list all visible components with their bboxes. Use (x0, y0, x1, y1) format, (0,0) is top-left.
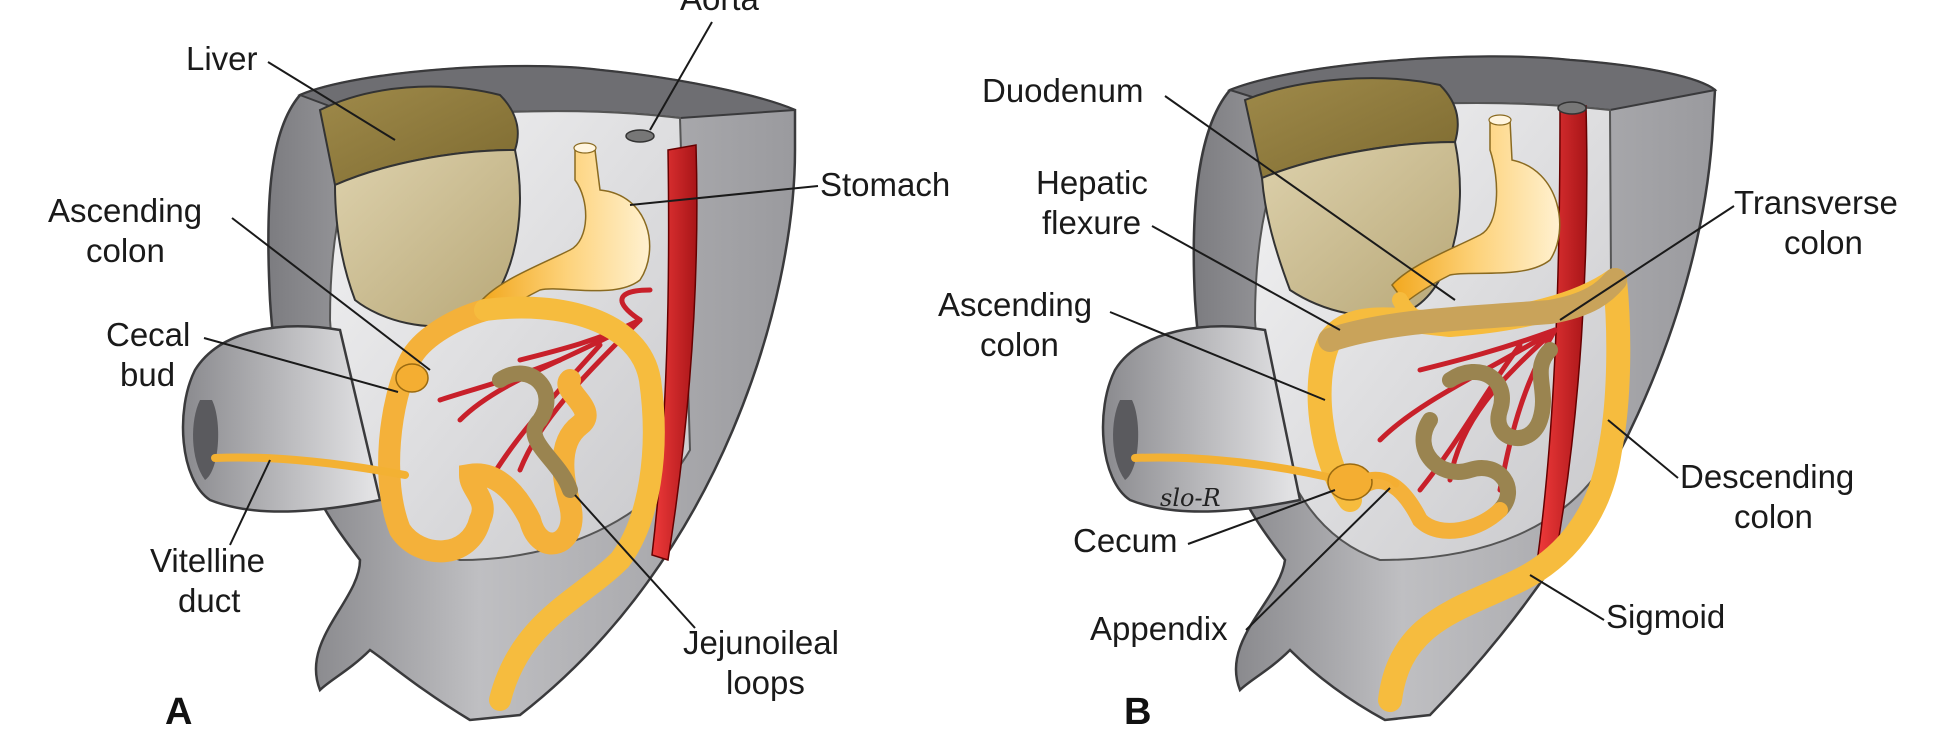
label-ascending-colon-b-2: colon (980, 326, 1059, 363)
label-vitelline-duct-1: Vitelline (150, 542, 265, 579)
leader-liver (267, 61, 396, 141)
label-sigmoid: Sigmoid (1606, 598, 1725, 635)
vitelline-duct-b (1131, 453, 1344, 484)
label-transverse-colon-2: colon (1784, 224, 1863, 261)
label-liver: Liver (186, 40, 258, 77)
leader-ascending-colon-b (1109, 311, 1326, 401)
esophagus-top-a (573, 142, 597, 154)
label-descending-colon-2: colon (1734, 498, 1813, 535)
small-intestine-loops-b (1415, 342, 1558, 518)
label-cecal-bud-1: Cecal (106, 316, 190, 353)
leader-duodenum (1164, 95, 1456, 301)
panel-letter-b: B (1124, 691, 1151, 733)
label-descending-colon-1: Descending (1680, 458, 1854, 495)
label-jejunoileal-1: Jejunoileal (683, 624, 839, 661)
cecal-bud-a (395, 363, 429, 393)
liver-face-b (1260, 140, 1461, 318)
aorta-opening-a (625, 129, 655, 143)
label-aorta: Aorta (680, 0, 760, 17)
label-transverse-colon-1: Transverse (1734, 184, 1898, 221)
esophagus-top-b (1488, 114, 1512, 126)
label-hepatic-flexure-1: Hepatic (1036, 164, 1148, 201)
ileum-b (1357, 473, 1508, 539)
hindgut-a (474, 296, 665, 711)
label-duodenum: Duodenum (982, 72, 1143, 109)
jejunoileal-loops-a (492, 365, 578, 498)
label-jejunoileal-2: loops (726, 664, 805, 701)
panel-a: Aorta Liver Stomach Ascending colon Ceca… (48, 0, 950, 733)
leader-sigmoid (1529, 574, 1605, 621)
artist-signature: slo-R (1160, 484, 1221, 512)
label-ascending-colon-b-1: Ascending (938, 286, 1092, 323)
label-stomach: Stomach (820, 166, 950, 203)
leader-jejunoileal (574, 494, 696, 629)
aorta-opening-b (1557, 101, 1587, 115)
label-hepatic-flexure-2: flexure (1042, 204, 1141, 241)
label-cecal-bud-2: bud (120, 356, 175, 393)
appendix-b (1364, 471, 1400, 488)
leader-ascending-colon-a (231, 217, 431, 371)
leader-cecum (1187, 489, 1336, 545)
cecum-b (1327, 463, 1373, 501)
vitelline-duct-a (211, 453, 409, 479)
leader-hepatic-flexure (1151, 225, 1341, 331)
label-vitelline-duct-2: duct (178, 582, 240, 619)
leader-cecal-bud (203, 337, 399, 393)
label-ascending-colon-a-2: colon (86, 232, 165, 269)
midgut-loop-a (378, 299, 597, 563)
label-cecum: Cecum (1073, 522, 1178, 559)
leader-stomach (629, 185, 819, 206)
leader-aorta (649, 21, 713, 131)
panel-letter-a: A (165, 691, 192, 733)
leader-descending-colon (1607, 419, 1679, 479)
label-ascending-colon-a-1: Ascending (48, 192, 202, 229)
leader-transverse-colon (1559, 205, 1735, 321)
leader-vitelline-duct (229, 459, 271, 546)
panel-b: slo-R Duodenum Hepatic flexure Transvers… (938, 55, 1898, 733)
leader-appendix (1245, 487, 1391, 631)
label-appendix: Appendix (1090, 610, 1228, 647)
